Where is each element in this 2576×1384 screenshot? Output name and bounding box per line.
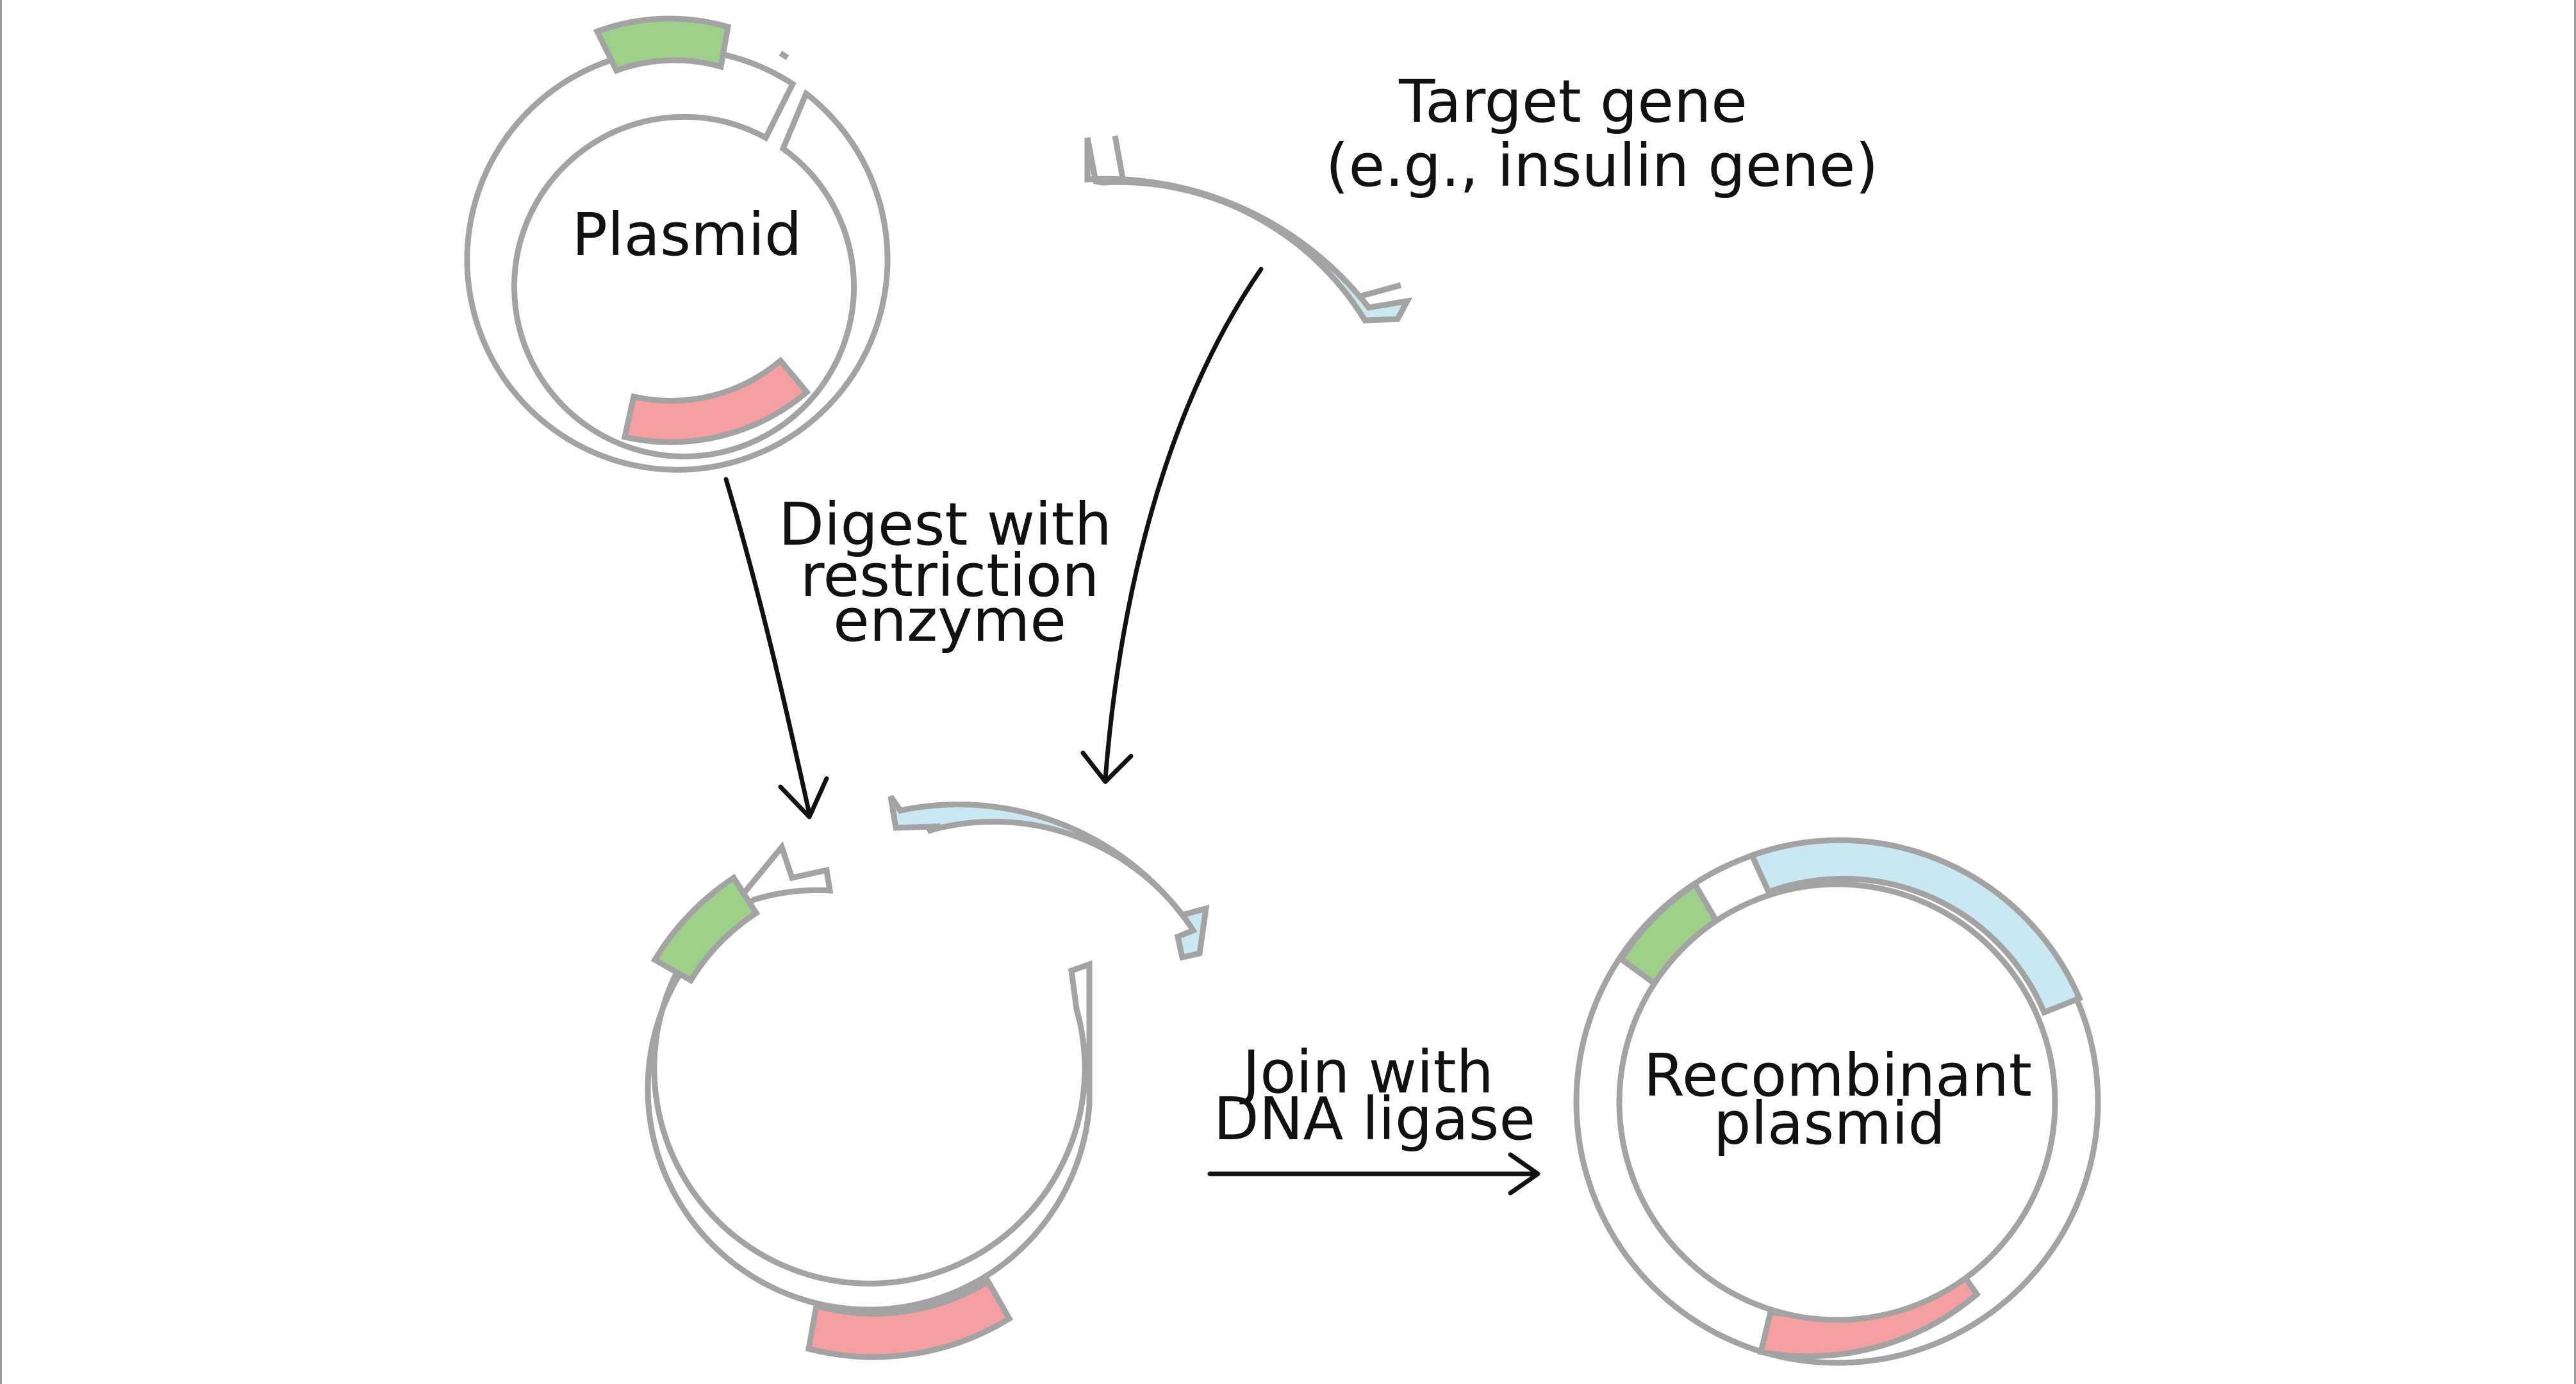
digest-arrow-head [778,776,829,820]
plasmid-label: Plasmid [572,201,802,269]
digest-arrow-shaft [723,477,812,816]
plasmid-green-segment [593,15,732,74]
cut-plasmid-ring [645,841,1093,1313]
recombinant-plasmid-diagram: Recombinant plasmid [1573,837,2101,1366]
recombinant-label-line1: Recombinant [1644,1041,2032,1110]
join-arrow-head [1508,1152,1540,1196]
digest-label-line2: restriction [800,541,1100,610]
frame-edge-right [2574,0,2576,1384]
recombinant-label-line2: plasmid [1713,1089,1945,1158]
gene-arrow-head [1080,750,1134,784]
target-gene-arc [1084,137,1413,324]
gene-insert-arrow [1080,267,1264,784]
target-gene-label-line1: Target gene [1398,67,1747,136]
plasmid-diagram: Plasmid [464,15,891,473]
cut-plasmid-green-segment [650,873,761,985]
digest-label-line1: Digest with [779,490,1112,559]
gene-arrow-shaft [1103,267,1264,781]
target-gene-fragment: Target gene (e.g., insulin gene) [1084,67,1878,324]
target-gene-end-right [1360,282,1402,299]
cut-plasmid-blue-insert [888,795,1210,961]
recombinant-blue-segment [1747,837,2083,1016]
recombinant-inner-ring [1616,881,2058,1323]
digest-label-line3: enzyme [833,586,1066,655]
target-gene-label-line2: (e.g., insulin gene) [1326,131,1878,200]
cut-plasmid-red-segment [805,1277,1014,1360]
plasmid-red-segment [621,356,811,445]
plasmid-ring [464,46,891,473]
plasmid-cut-marker [779,51,789,60]
cut-plasmid-diagram [645,795,1210,1360]
digest-arrow [723,477,829,820]
join-label-line2: DNA ligase [1214,1085,1535,1153]
frame-edge-left [0,0,2,1384]
join-arrow [1207,1152,1540,1196]
target-gene-end-left [1112,135,1126,179]
join-label-line1: Join with [1239,1038,1494,1107]
